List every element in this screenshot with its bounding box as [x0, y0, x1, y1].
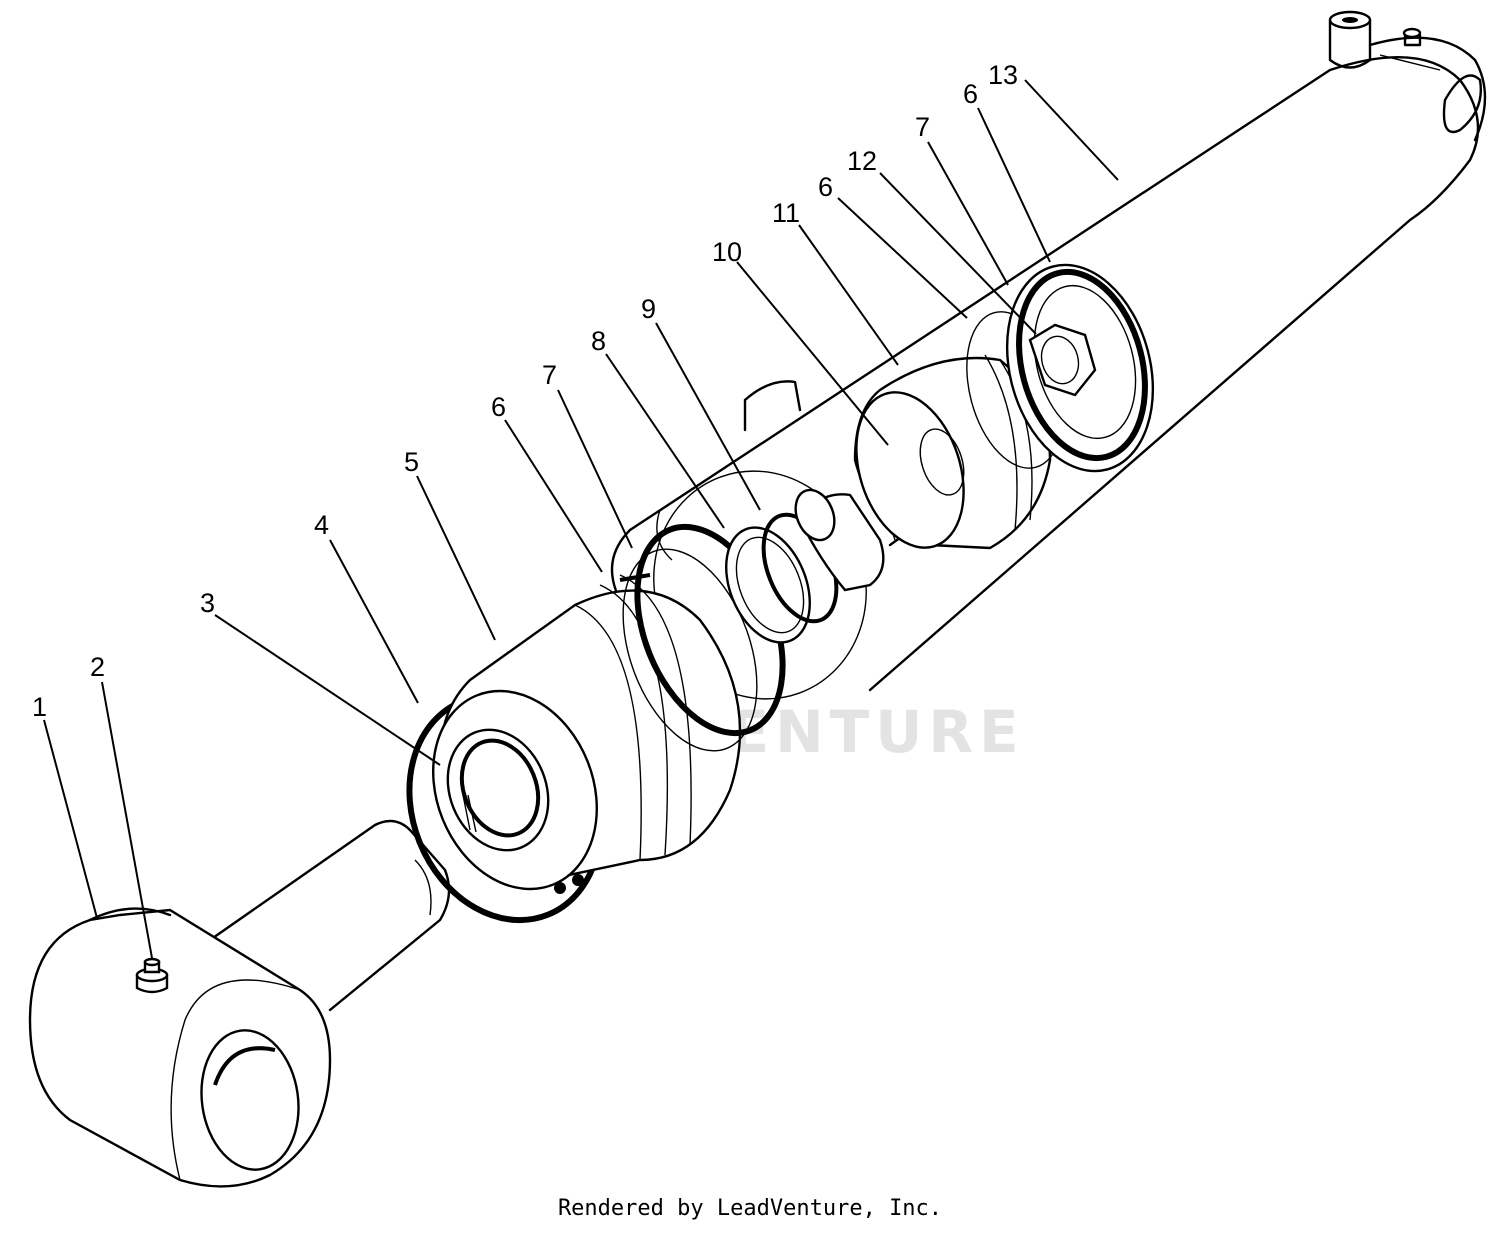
grease-fitting [135, 957, 169, 994]
callout-7-piston: 7 [915, 112, 930, 142]
backup-ring-6a [619, 548, 758, 752]
callout-5: 5 [404, 447, 419, 477]
callout-4: 4 [314, 510, 329, 540]
seal-8 [725, 526, 811, 644]
piston [853, 354, 1052, 550]
callout-13: 13 [988, 60, 1018, 90]
callout-10: 10 [712, 237, 742, 267]
callout-9: 9 [641, 294, 656, 324]
callout-7: 7 [542, 360, 557, 390]
cylinder-barrel [610, 10, 1487, 700]
footer-credit: Rendered by LeadVenture, Inc. [557, 1196, 943, 1221]
nut-12 [1028, 323, 1097, 397]
callout-6: 6 [491, 392, 506, 422]
wiper-seal [446, 728, 550, 852]
callout-12: 12 [847, 146, 877, 176]
callout-8: 8 [591, 326, 606, 356]
callout-2: 2 [90, 652, 105, 682]
callout-1: 1 [32, 692, 47, 722]
callouts: 1 2 3 4 5 6 7 8 9 10 11 6 12 7 6 13 [32, 60, 1018, 722]
callout-6-piston: 6 [818, 172, 833, 202]
callout-3: 3 [200, 588, 215, 618]
callout-6-outer: 6 [963, 79, 978, 109]
callout-11: 11 [772, 198, 800, 228]
rod-end [28, 819, 451, 1188]
leader-lines [43, 79, 1119, 959]
